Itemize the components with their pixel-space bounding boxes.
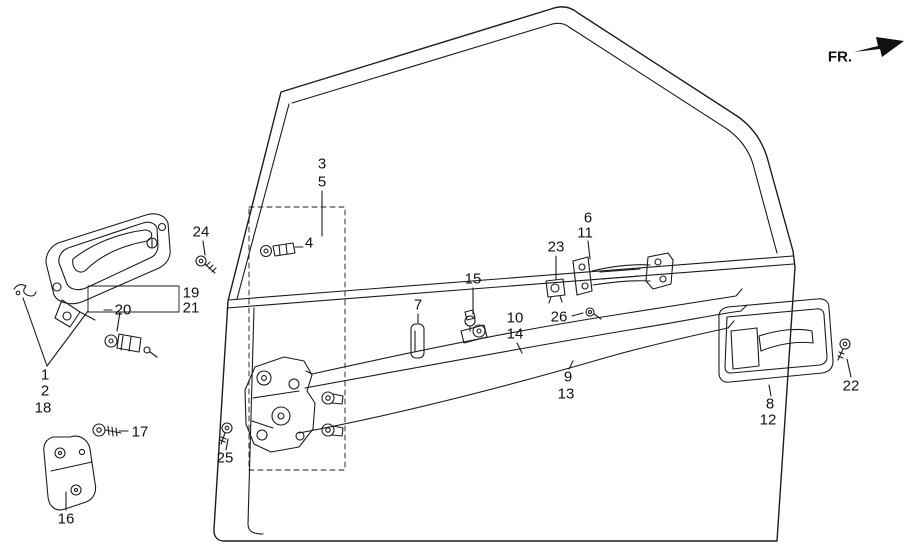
screw-26 [585, 307, 602, 320]
part-label-4: 4 [304, 234, 314, 252]
door-panel-outline [213, 6, 796, 542]
part-label-3: 3 [317, 155, 327, 173]
part-label-16: 16 [57, 510, 75, 528]
part-label-22: 22 [842, 377, 860, 395]
part-label-18: 18 [34, 399, 52, 417]
part-label-23: 23 [547, 238, 565, 256]
part-label-15: 15 [464, 270, 482, 288]
screw-25 [219, 422, 233, 445]
part-label-19: 19 [182, 284, 200, 302]
part-label-2: 2 [40, 382, 50, 400]
part-label-9: 9 [563, 368, 573, 386]
fr-direction-label: FR. [827, 48, 853, 66]
part-label-21: 21 [182, 299, 200, 317]
inner-handle-bezel [718, 298, 834, 383]
part-label-13: 13 [557, 385, 575, 403]
part-label-14: 14 [506, 325, 524, 343]
part-label-26: 26 [550, 308, 568, 326]
part-label-11: 11 [577, 224, 593, 242]
leader-lines [22, 190, 852, 511]
part-label-17: 17 [131, 423, 149, 441]
part-label-12: 12 [759, 411, 777, 429]
exterior-handle [45, 213, 171, 328]
rod-snap-7 [410, 323, 425, 359]
screw-24 [195, 255, 217, 274]
part-label-25: 25 [216, 449, 234, 467]
label-group-box [87, 285, 180, 313]
screw-22 [837, 338, 851, 361]
part-label-24: 24 [192, 223, 210, 241]
hinge-bracket [43, 435, 97, 511]
rod-joint-4 [259, 242, 296, 258]
door-lock-assembly [244, 356, 344, 453]
fr-arrow [854, 37, 904, 57]
lock-knob-15 [460, 309, 488, 344]
part-label-20: 20 [114, 301, 132, 319]
clip-and-spring [104, 333, 158, 358]
cushion-23 [545, 278, 566, 304]
part-label-6: 6 [583, 209, 593, 227]
part-label-1: 1 [40, 366, 50, 384]
part-label-8: 8 [765, 395, 775, 413]
screw-17 [92, 423, 122, 437]
part-label-5: 5 [317, 173, 327, 191]
door-checker [572, 252, 674, 296]
lock-assembly-boundary [248, 206, 346, 471]
control-rods [298, 288, 748, 434]
part-label-10: 10 [506, 309, 524, 327]
handle-clip [13, 283, 37, 297]
part-label-7: 7 [413, 296, 423, 314]
